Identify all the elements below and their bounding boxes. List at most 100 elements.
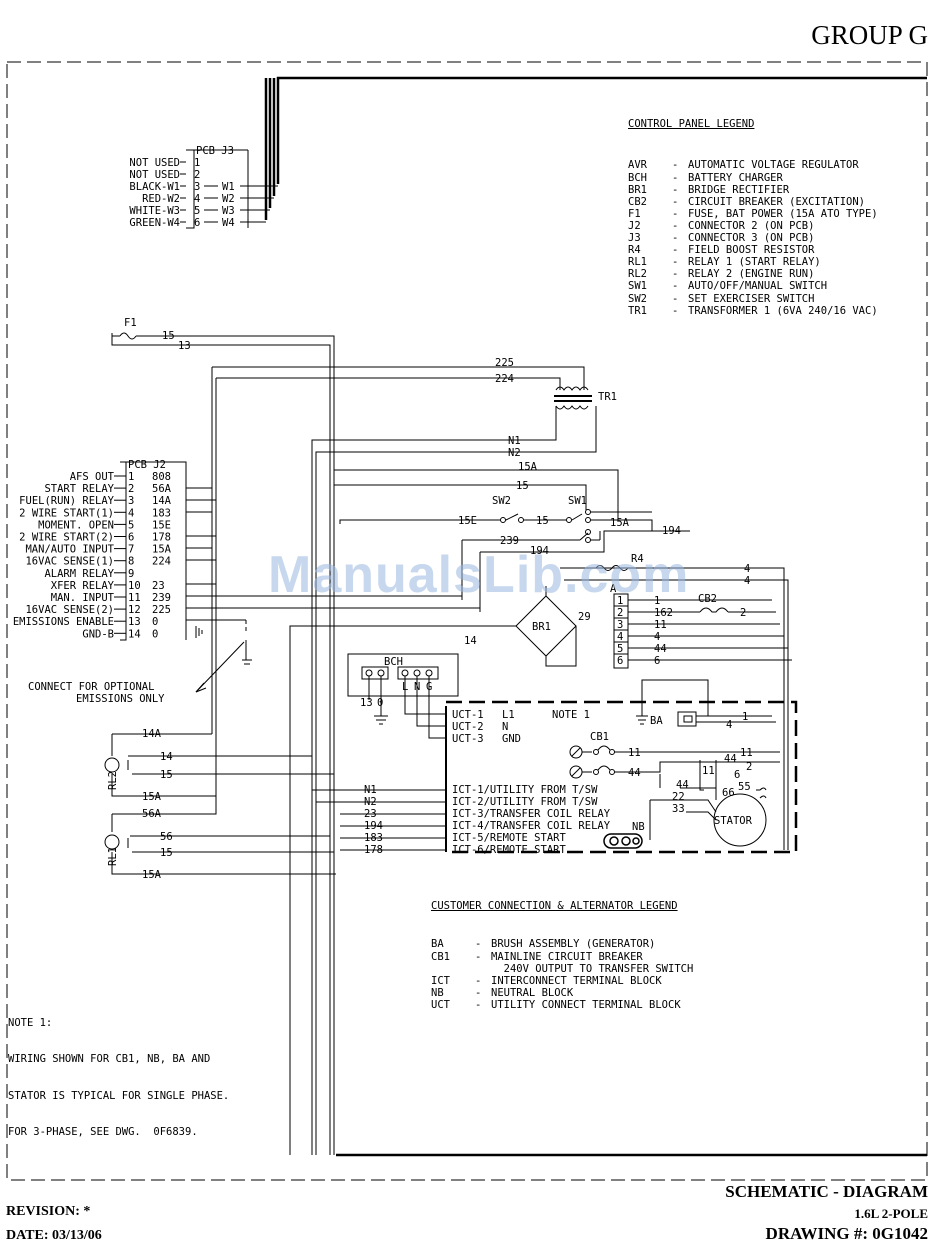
note-title: NOTE 1: <box>8 1017 53 1030</box>
control-legend-code: BR1 <box>628 183 647 196</box>
control-legend-desc: FIELD BOOST RESISTOR <box>688 244 815 257</box>
transformer-tr1 <box>211 366 597 1155</box>
control-legend-row: BR1-BRIDGE RECTIFIER <box>628 184 878 196</box>
control-legend-desc: FUSE, BAT POWER (15A ATO TYPE) <box>688 207 878 220</box>
j2-pin-number: 12 <box>128 604 141 616</box>
customer-legend-code: NB <box>431 986 444 999</box>
note-line-1: WIRING SHOWN FOR CB1, NB, BA AND <box>8 1053 211 1066</box>
control-legend-desc: RELAY 1 (START RELAY) <box>688 256 821 269</box>
control-legend-dash: - <box>672 171 679 184</box>
j2-pin-name: ALARM RELAY <box>44 568 114 580</box>
ict-wire-label: 194 <box>364 820 383 832</box>
control-legend-dash: - <box>672 219 679 232</box>
j2-pin-number: 11 <box>128 592 141 604</box>
uct-signal-label: N <box>502 721 508 733</box>
svg-text:N: N <box>414 681 420 693</box>
j2-pin-name: 2 WIRE START(1) <box>19 507 114 519</box>
svg-text:BA: BA <box>650 715 663 727</box>
svg-text:11: 11 <box>740 747 753 759</box>
uct-terminal-label: UCT-3 <box>452 733 484 745</box>
j2-pin-number: 1 <box>128 471 134 483</box>
customer-legend-code: CB1 <box>431 950 450 963</box>
svg-text:15: 15 <box>536 515 549 527</box>
control-legend-dash: - <box>672 183 679 196</box>
svg-text:14A: 14A <box>142 728 162 740</box>
j2-pin-name: AFS OUT <box>70 471 115 483</box>
svg-text:15: 15 <box>160 847 173 859</box>
ict-wire-label: 23 <box>364 808 377 820</box>
uct-signal-label: GND <box>502 733 521 745</box>
customer-legend-dash <box>475 963 491 975</box>
fuse-f1 <box>111 332 335 1155</box>
control-panel-legend: CONTROL PANEL LEGEND AVR-AUTOMATIC VOLTA… <box>628 94 878 329</box>
svg-text:SW1: SW1 <box>568 495 587 507</box>
mainline-breaker-cb1 <box>569 745 780 800</box>
control-legend-row: RL1-RELAY 1 (START RELAY) <box>628 256 878 268</box>
svg-text:NB: NB <box>632 821 645 833</box>
j2-pin-name: MAN. INPUT <box>51 592 115 604</box>
svg-text:2: 2 <box>746 761 752 773</box>
j2-wire-label: 808 <box>152 471 171 483</box>
j2-pin-number: 7 <box>128 544 134 556</box>
svg-text:CB2: CB2 <box>698 593 717 605</box>
svg-text:15E: 15E <box>458 515 477 527</box>
customer-legend-row: CB1-MAINLINE CIRCUIT BREAKER <box>431 951 693 963</box>
j2-pin-number: 4 <box>128 507 134 519</box>
control-legend-desc: AUTO/OFF/MANUAL SWITCH <box>688 280 828 293</box>
svg-text:15A: 15A <box>142 791 162 803</box>
revision: REVISION: * <box>6 1204 91 1219</box>
control-legend-dash: - <box>672 207 679 220</box>
customer-legend-code: ICT <box>431 974 450 987</box>
customer-legend-dash: - <box>475 938 482 951</box>
customer-legend-desc: MAINLINE CIRCUIT BREAKER <box>491 950 643 963</box>
svg-text:4: 4 <box>744 575 750 587</box>
svg-text:2: 2 <box>740 607 746 619</box>
customer-legend-row: BA-BRUSH ASSEMBLY (GENERATOR) <box>431 938 693 950</box>
j2-wire-label: 225 <box>152 604 171 616</box>
svg-text:4: 4 <box>744 563 750 575</box>
j3-pin-number: 1 <box>194 157 200 169</box>
switch-area <box>334 469 690 612</box>
j2-wire-label: 239 <box>152 592 171 604</box>
r4-wire-label: 162 <box>654 607 673 619</box>
control-legend-code: BCH <box>628 171 647 184</box>
j2-pin-name: XFER RELAY <box>51 580 115 592</box>
control-legend-dash: - <box>672 244 679 257</box>
j2-wire-label: 15A <box>152 544 172 556</box>
svg-text:66: 66 <box>722 787 735 799</box>
relay-rl1 <box>104 500 336 875</box>
j2-wire-label: 15E <box>152 519 171 531</box>
group-title: GROUP G <box>811 20 928 50</box>
svg-text:29: 29 <box>578 611 591 623</box>
j3-wire-label: W1 <box>222 181 235 193</box>
battery-charger-bch <box>347 653 459 739</box>
j2-wire-label: 224 <box>152 556 171 568</box>
j2-pin-name: MOMENT. OPEN <box>38 519 114 531</box>
pcb-j2 <box>120 461 187 641</box>
j3-pin-name: WHITE-W3 <box>129 205 180 217</box>
svg-text:11: 11 <box>628 747 641 759</box>
j2-wire-label: 0 <box>152 628 158 640</box>
date: DATE: 03/13/06 <box>6 1228 102 1243</box>
customer-legend-code <box>431 963 475 975</box>
svg-text:239: 239 <box>500 535 519 547</box>
control-legend-code: J2 <box>628 219 641 232</box>
r4-wire-label: 6 <box>654 655 660 667</box>
r4-pin-number: 6 <box>617 655 623 667</box>
ict-wire-label: 183 <box>364 832 383 844</box>
drawing-number: DRAWING #: 0G1042 <box>765 1224 928 1243</box>
emissions-note-1: CONNECT FOR OPTIONAL <box>28 681 154 693</box>
control-legend-row: BCH -BATTERY CHARGER <box>628 172 878 184</box>
svg-text:15A: 15A <box>610 517 630 529</box>
svg-text:SW2: SW2 <box>492 495 511 507</box>
j2-pin-name: MAN/AUTO INPUT <box>25 544 114 556</box>
svg-text:6: 6 <box>734 769 740 781</box>
control-legend-desc: BATTERY CHARGER <box>688 171 783 184</box>
customer-terminal-box <box>312 700 798 854</box>
j3-pin-name: BLACK-W1 <box>129 181 180 193</box>
ict-wire-label: 178 <box>364 844 383 856</box>
svg-text:44: 44 <box>628 767 641 779</box>
svg-text:55: 55 <box>738 781 751 793</box>
